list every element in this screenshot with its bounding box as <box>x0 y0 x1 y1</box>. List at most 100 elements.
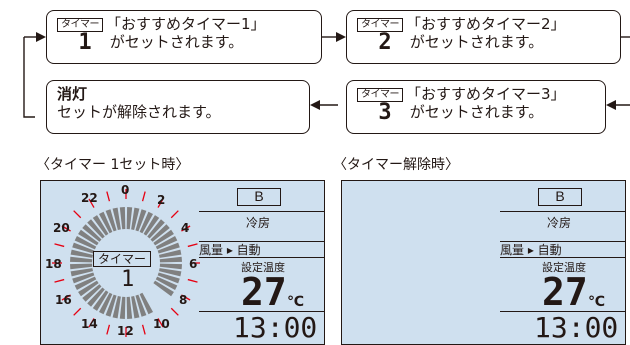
lcd-timer-off: B 冷房 風量 ▸ 自動 設定温度 27 ℃ 13:00 <box>341 180 626 345</box>
dial-segment <box>150 284 170 302</box>
dial-segment <box>159 268 182 277</box>
dial-segment <box>139 211 154 234</box>
dial-segment <box>159 263 182 270</box>
dial-tick <box>157 198 164 208</box>
dial-tick <box>141 191 146 202</box>
fan-label: 風量 ▸ 自動 <box>500 243 562 257</box>
dial-tick <box>187 243 198 248</box>
dial-segment <box>105 294 117 317</box>
dial-tick <box>61 294 71 301</box>
mode-letter: B <box>538 188 582 206</box>
fan-label: 風量 ▸ 自動 <box>199 243 261 257</box>
dial-segment <box>87 287 105 307</box>
temp-label: 設定温度 <box>542 261 586 274</box>
temp-value: 27 <box>241 270 287 314</box>
dial-segment <box>131 296 140 319</box>
dial-hour-18: 18 <box>45 257 62 271</box>
dial-segment <box>150 224 170 242</box>
dial-hour-8: 8 <box>179 293 188 307</box>
dial-segment <box>70 256 93 263</box>
dial-segment <box>131 207 140 230</box>
dial-segment <box>119 296 126 319</box>
timer-title: 「おすすめタイマー3」 <box>406 85 566 103</box>
dial-hour-16: 16 <box>55 293 72 307</box>
dial-hour-6: 6 <box>189 257 198 271</box>
temp-unit: ℃ <box>287 294 304 310</box>
timer-number: 3 <box>378 100 392 125</box>
flow-box-timer2: タイマー「おすすめタイマー2」 2 がセットされます。 <box>346 10 621 64</box>
arrow-right-icon <box>336 32 346 42</box>
dial-segment <box>78 280 99 297</box>
dial-segment <box>74 235 97 250</box>
divider <box>199 257 324 259</box>
dial-hour-2: 2 <box>157 193 166 207</box>
light-off-text: セットが解除されます。 <box>57 103 221 121</box>
timer-number: 2 <box>378 30 392 55</box>
dial-segment <box>72 242 95 254</box>
divider <box>199 241 324 243</box>
dial-segment <box>143 215 160 236</box>
caption-timer-off: 〈タイマー解除時〉 <box>333 157 459 173</box>
dial-segment <box>139 292 154 315</box>
dial-tick <box>88 318 95 328</box>
dial-tick <box>54 278 65 283</box>
dial-tick <box>73 307 82 316</box>
timer-text: がセットされます。 <box>109 33 244 51</box>
dial-segment <box>126 296 133 319</box>
dial-segment <box>147 287 165 307</box>
temp-label: 設定温度 <box>241 261 285 274</box>
dial-tick <box>88 198 95 208</box>
dial-segment <box>155 276 178 291</box>
mode-label: 冷房 <box>246 216 271 230</box>
dial-segment <box>119 207 126 230</box>
dial-tick <box>54 243 65 248</box>
dial-segment <box>112 296 121 319</box>
dial-segment <box>159 256 182 263</box>
dial-tick <box>187 278 198 283</box>
temp-unit: ℃ <box>588 294 605 310</box>
dial-segment <box>98 292 113 315</box>
dial-segment <box>135 294 147 317</box>
dial-timer-label: タイマー <box>93 251 152 267</box>
timer-title: 「おすすめタイマー2」 <box>406 15 566 33</box>
dial-tick <box>141 324 146 335</box>
dial-segment <box>70 268 93 277</box>
timer-text: がセットされます。 <box>409 33 544 51</box>
flow-box-light-off: 消灯 セットが解除されます。 <box>46 80 310 134</box>
divider <box>199 311 324 313</box>
dial-hour-10: 10 <box>153 317 170 331</box>
dial-hour-12: 12 <box>117 324 134 338</box>
mode-label: 冷房 <box>547 216 572 230</box>
dial-segment <box>92 215 109 236</box>
dial-tick <box>181 294 191 301</box>
dial-segment <box>157 272 180 284</box>
timer-tag: タイマー <box>57 18 103 32</box>
dial-segment <box>126 207 133 230</box>
divider <box>199 211 324 213</box>
dial-segment <box>112 207 121 230</box>
clock-time: 13:00 <box>233 311 318 344</box>
arrow-right-icon <box>36 32 46 42</box>
lcd-timer-set: タイマー 1 22 0 2 4 6 8 10 12 14 16 18 20 B … <box>40 180 325 345</box>
dial-segment <box>153 280 174 297</box>
divider <box>500 211 625 213</box>
divider <box>500 257 625 259</box>
timer-number: 1 <box>78 30 92 55</box>
dial-hour-4: 4 <box>181 221 190 235</box>
clock-time: 13:00 <box>534 311 619 344</box>
flow-box-timer3: タイマー「おすすめタイマー3」 3 がセットされます。 <box>346 80 606 134</box>
dial-tick <box>61 225 71 232</box>
arrow-left-icon <box>606 100 616 110</box>
dial-tick <box>181 225 191 232</box>
dial-segment <box>105 209 117 232</box>
timer-tag: タイマー <box>357 88 403 102</box>
dial-tick <box>106 191 111 202</box>
timer-title: 「おすすめタイマー1」 <box>106 15 266 33</box>
dial-segment <box>135 209 147 232</box>
flow-box-timer1: タイマー「おすすめタイマー1」 1 がセットされます。 <box>46 10 322 64</box>
light-off-title: 消灯 <box>57 85 88 103</box>
dial-segment <box>98 211 113 234</box>
mode-letter: B <box>237 188 281 206</box>
dial-tick <box>73 210 82 219</box>
flow-connectors <box>23 32 630 118</box>
